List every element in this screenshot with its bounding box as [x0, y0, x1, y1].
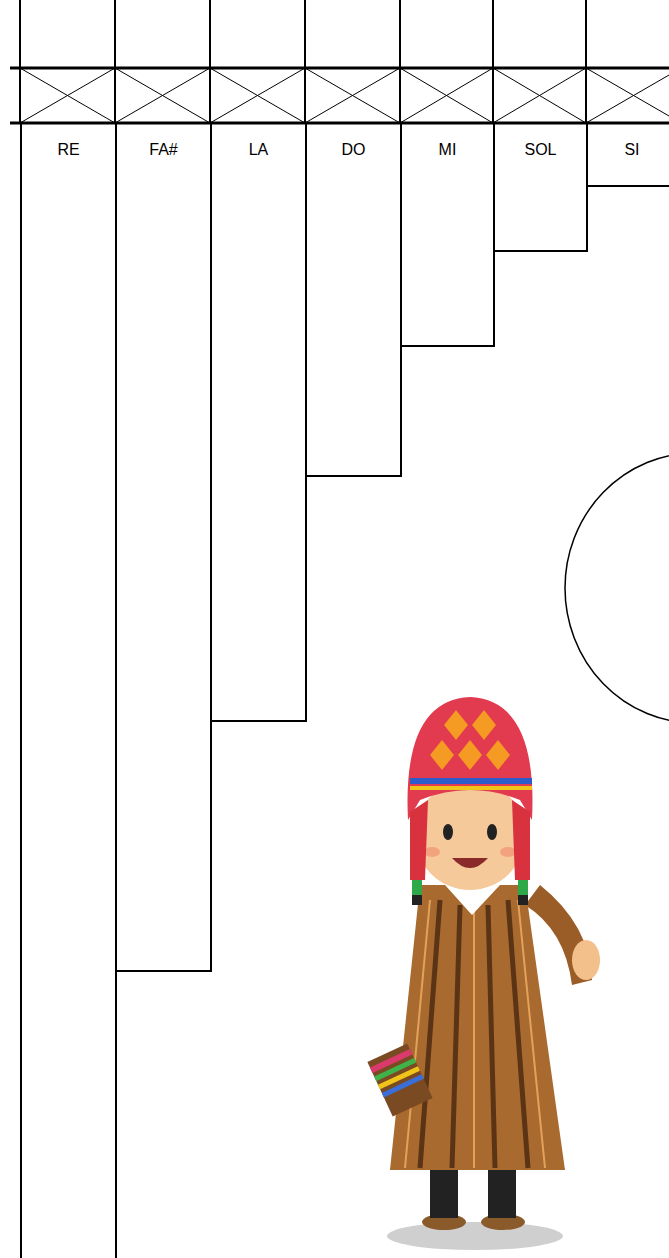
note-label: SI: [588, 140, 669, 159]
flute-tube: SOL: [493, 123, 588, 252]
note-label: DO: [307, 140, 400, 159]
note-label: RE: [22, 140, 115, 159]
note-label: SOL: [495, 140, 586, 159]
flute-tube: MI: [400, 123, 495, 347]
flute-tube: LA: [210, 123, 307, 722]
speech-oval: [565, 453, 669, 723]
note-label: LA: [212, 140, 305, 159]
flute-tube: RE: [20, 123, 117, 1258]
note-label: FA#: [117, 140, 210, 159]
binding-band: [10, 0, 669, 123]
andean-child-illustration: [367, 697, 600, 1250]
flute-tube: FA#: [115, 123, 212, 972]
flute-tube: SI: [586, 123, 669, 187]
flute-tube: DO: [305, 123, 402, 477]
note-label: MI: [402, 140, 493, 159]
